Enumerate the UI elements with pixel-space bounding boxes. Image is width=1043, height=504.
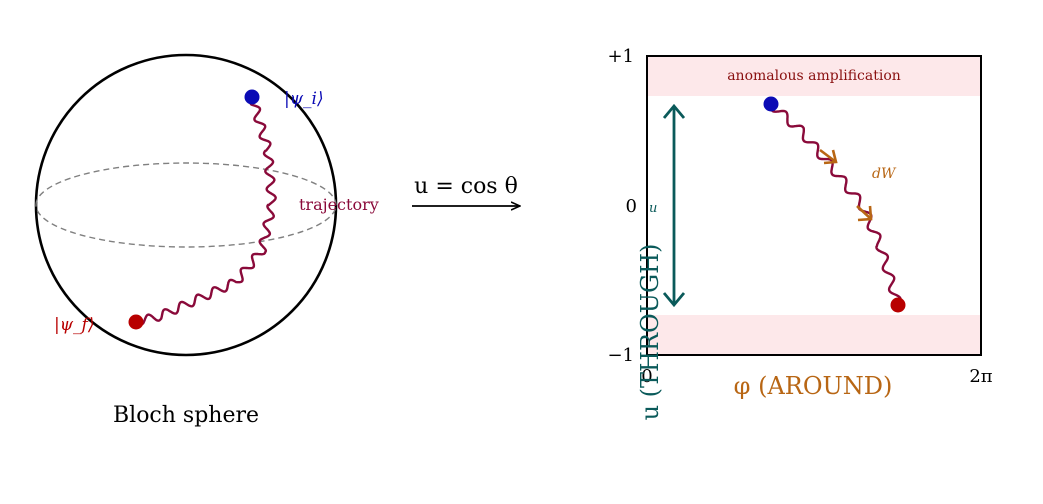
top-amplification-band [647, 56, 981, 96]
bottom-band [647, 315, 981, 355]
noise-label: dW [872, 166, 897, 182]
tick-zero: 0 [626, 196, 637, 217]
phase-plane: anomalous amplification +1 0 −1 0 2π u u… [607, 46, 992, 420]
plane-final-dot [890, 297, 906, 313]
plane-trajectory [770, 103, 902, 306]
noise-arrow-upper [819, 148, 838, 165]
through-double-arrow [662, 103, 686, 308]
mapping-equation: u = cos θ [414, 174, 518, 199]
top-band-label: anomalous amplification [727, 68, 901, 84]
plane-initial-dot [763, 96, 779, 112]
sphere-equator [35, 162, 337, 248]
x-axis-label: φ (AROUND) [734, 372, 893, 400]
sphere-trajectory [135, 96, 277, 325]
plane-frame [646, 55, 982, 356]
tick-x-zero: 0 [641, 366, 652, 387]
tick-minus-one: −1 [607, 345, 634, 366]
bloch-sphere: |ψ_i⟩ |ψ_f⟩ trajectory Bloch sphere [34, 53, 379, 428]
tick-plus-one: +1 [607, 46, 634, 67]
sphere-caption: Bloch sphere [113, 403, 259, 428]
initial-state-dot [244, 89, 260, 105]
trajectory-label: trajectory [299, 195, 379, 214]
tick-x-two-pi: 2π [969, 366, 992, 387]
final-state-label: |ψ_f⟩ [54, 315, 94, 335]
mapping: u = cos θ [412, 174, 520, 206]
noise-arrow-lower [856, 205, 873, 222]
initial-state-label: |ψ_i⟩ [284, 89, 324, 109]
final-state-dot [128, 314, 144, 330]
y-axis-label: u (THROUGH) [636, 244, 664, 421]
u-small-label: u [649, 201, 657, 216]
